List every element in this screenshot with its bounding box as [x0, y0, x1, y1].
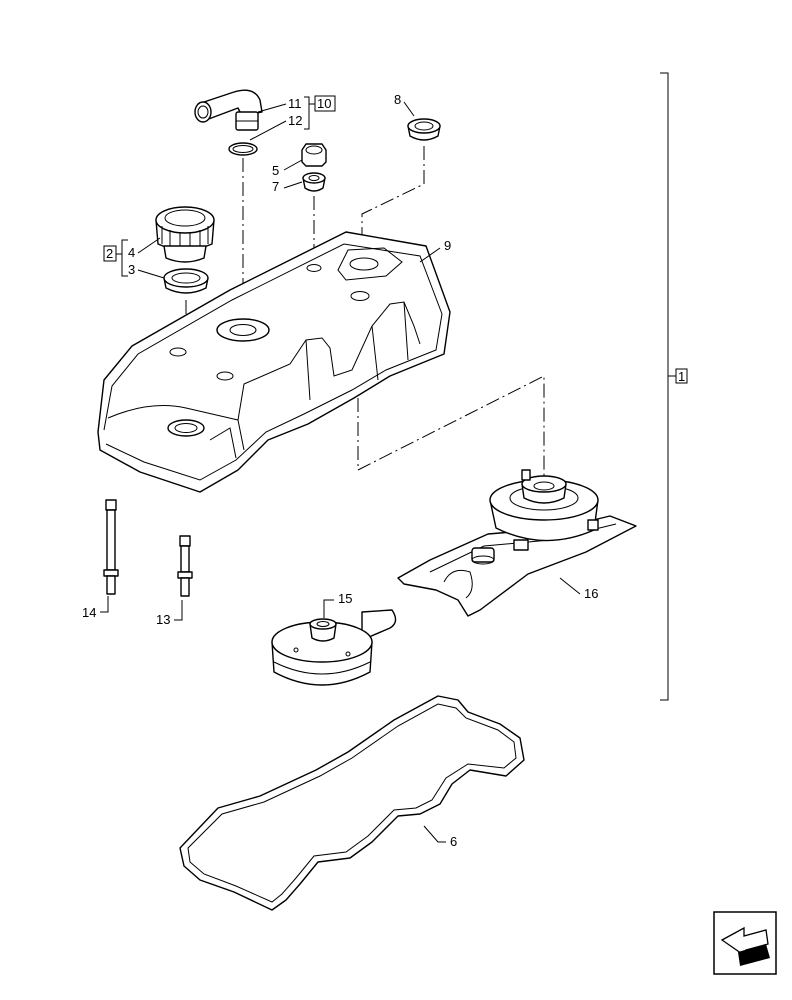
callout-4: 4: [128, 245, 135, 260]
callout-1: 1: [678, 369, 685, 384]
separator-cap-part: 15: [271, 591, 397, 686]
callout-15: 15: [338, 591, 352, 606]
callout-16: 16: [584, 586, 598, 601]
callout-7: 7: [272, 179, 279, 194]
filler-cap-part: [155, 206, 215, 263]
callout-2: 2: [106, 246, 113, 261]
callout-12: 12: [288, 113, 302, 128]
breather-elbow-part: [194, 89, 263, 131]
callout-9: 9: [444, 238, 451, 253]
callout-group-2: 2 4 3: [103, 237, 165, 279]
short-stud-part: 13: [156, 535, 193, 627]
callout-11: 11: [288, 96, 302, 111]
cover-gasket-part: 6: [179, 695, 525, 911]
filler-seal-part: [163, 268, 209, 294]
ventilation-separator-part: 16: [397, 469, 637, 617]
callout-5: 5: [272, 163, 279, 178]
assembly-bracket-1: 1: [660, 72, 688, 701]
callout-8: 8: [394, 92, 401, 107]
grommet-part: 8: [394, 92, 441, 141]
callout-14: 14: [82, 605, 96, 620]
arrow-back-icon[interactable]: [713, 911, 777, 975]
callout-3: 3: [128, 262, 135, 277]
valve-cover-part: 9: [97, 231, 451, 493]
washer-part: 7: [272, 172, 326, 194]
callout-10: 10: [317, 96, 331, 111]
callout-6: 6: [450, 834, 457, 849]
callout-group-10: 11 12 10: [249, 95, 336, 141]
long-stud-part: 14: [82, 499, 119, 620]
callout-13: 13: [156, 612, 170, 627]
nut-part: 5: [272, 143, 327, 178]
